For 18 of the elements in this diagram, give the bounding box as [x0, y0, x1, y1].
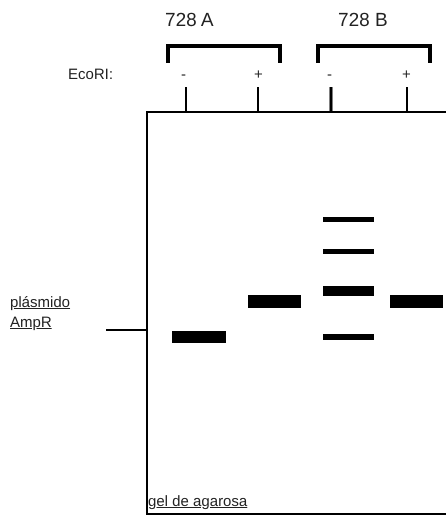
gel-label: gel de agarosa [148, 493, 248, 511]
band-label: plásmido AmpR [10, 293, 72, 333]
lane-sign: + [254, 66, 263, 84]
gel-band [248, 295, 301, 308]
leader-line [106, 329, 146, 331]
gel-panel [146, 111, 446, 515]
lane-sign: - [181, 66, 186, 84]
gel-band [323, 286, 374, 296]
gel-band [323, 249, 374, 254]
enzyme-label: EcoRI: [68, 66, 114, 84]
lane-sign: - [327, 66, 332, 84]
gel-band [172, 331, 226, 343]
lane-sign: + [402, 66, 411, 84]
gel-band [323, 334, 374, 340]
gel-band [323, 217, 374, 222]
sample-label: 728 A [165, 10, 214, 32]
sample-label: 728 B [338, 10, 388, 32]
gel-band [390, 295, 443, 308]
